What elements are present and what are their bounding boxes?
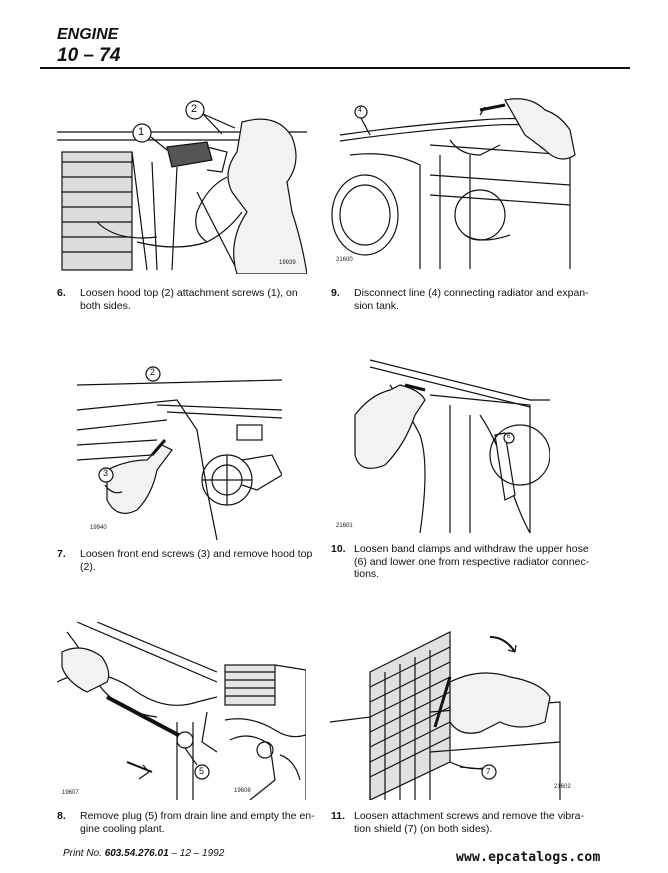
step-text: Disconnect line (4) connecting radiator … bbox=[354, 287, 589, 312]
callout-2: 2 bbox=[191, 103, 198, 115]
step-number: 8. bbox=[57, 810, 66, 822]
figure-number: 21600 bbox=[336, 257, 353, 263]
step-text: Loosen attachment screws and remove the … bbox=[354, 810, 584, 835]
step-number: 6. bbox=[57, 287, 66, 299]
callout-1: 1 bbox=[138, 126, 145, 138]
figure-number: 19608 bbox=[234, 788, 251, 794]
figure-drain-plug-a: 5 19607 bbox=[57, 622, 217, 800]
step-10: 10. Loosen band clamps and withdraw the … bbox=[331, 543, 591, 581]
figure-number: 21601 bbox=[336, 523, 353, 529]
step-number: 10. bbox=[331, 543, 346, 555]
step-9: 9. Disconnect line (4) connecting radiat… bbox=[331, 287, 591, 312]
step-number: 11. bbox=[331, 810, 346, 822]
header-rule bbox=[40, 67, 630, 69]
figure-hose-clamps: 6 21601 bbox=[330, 355, 550, 533]
step-6: 6. Loosen hood top (2) attachment screws… bbox=[57, 287, 317, 312]
step-text: Remove plug (5) from drain line and empt… bbox=[80, 810, 315, 835]
print-prefix: Print No. bbox=[63, 848, 102, 859]
callout-5: 5 bbox=[199, 766, 205, 776]
figure-front-screws: 2 3 19940 bbox=[57, 360, 282, 540]
figure-number: 19940 bbox=[90, 525, 107, 531]
callout-3: 3 bbox=[103, 468, 109, 478]
step-text: Loosen band clamps and withdraw the uppe… bbox=[354, 543, 590, 580]
section-title: ENGINE bbox=[57, 26, 119, 43]
callout-6: 6 bbox=[507, 434, 511, 440]
callout-4: 4 bbox=[358, 107, 362, 114]
step-8: 8. Remove plug (5) from drain line and e… bbox=[57, 810, 317, 835]
print-code: 603.54.276.01 bbox=[104, 848, 169, 859]
figure-number: 19607 bbox=[62, 790, 79, 796]
figure-vibration-shield: 7 21602 bbox=[330, 622, 580, 800]
step-7: 7. Loosen front end screws (3) and remov… bbox=[57, 548, 317, 573]
figure-number: 21602 bbox=[554, 784, 571, 790]
step-number: 9. bbox=[331, 287, 340, 299]
step-text: Loosen hood top (2) attachment screws (1… bbox=[80, 287, 298, 312]
figure-hood-screws: 2 1 19939 bbox=[57, 92, 307, 274]
step-11: 11. Loosen attachment screws and remove … bbox=[331, 810, 591, 835]
page-number: 10 – 74 bbox=[57, 45, 121, 66]
callout-7: 7 bbox=[486, 767, 491, 776]
print-number: Print No. 603.54.276.01 – 12 – 1992 bbox=[63, 848, 224, 859]
figure-drain-plug-b: 19608 bbox=[220, 660, 306, 800]
figure-radiator-line: 4 21600 bbox=[330, 95, 580, 269]
watermark: www.epcatalogs.com bbox=[456, 850, 601, 865]
print-date: – 12 – 1992 bbox=[171, 848, 225, 859]
step-text: Loosen front end screws (3) and remove h… bbox=[80, 548, 313, 573]
step-number: 7. bbox=[57, 548, 66, 560]
callout-2: 2 bbox=[150, 367, 156, 377]
figure-number: 19939 bbox=[279, 260, 296, 266]
